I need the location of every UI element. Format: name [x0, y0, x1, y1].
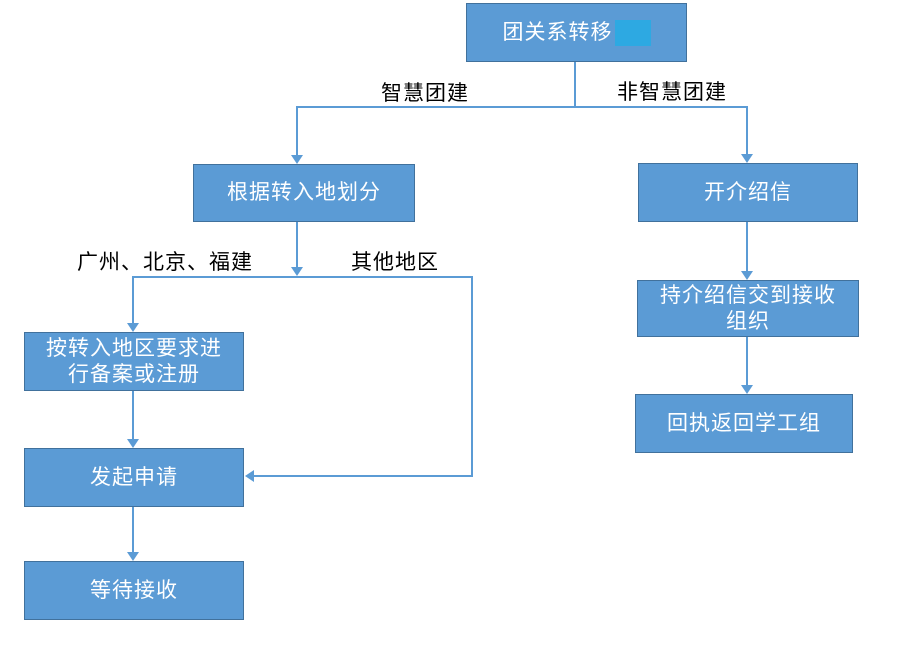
connector-apply-wait	[132, 507, 134, 552]
node-wait: 等待接收	[24, 561, 244, 620]
connector-smart-down	[296, 106, 298, 155]
arrowhead-into-letter	[741, 154, 753, 163]
connector-other-down	[471, 276, 473, 477]
connector-letter-deliver	[746, 222, 748, 271]
node-divide-label: 根据转入地划分	[227, 181, 381, 204]
node-apply: 发起申请	[24, 448, 244, 507]
node-receipt: 回执返回学工组	[635, 394, 853, 453]
arrowhead-into-receipt	[741, 385, 753, 394]
arrowhead-divide-split	[291, 267, 303, 276]
connector-record-apply	[132, 391, 134, 439]
edge-label-smart: 智慧团建	[381, 82, 469, 105]
node-wait-label: 等待接收	[90, 578, 178, 602]
node-letter: 开介绍信	[638, 163, 858, 222]
connector-nonsmart-down	[746, 106, 748, 154]
node-record: 按转入地区要求进 行备案或注册	[24, 332, 244, 391]
node-letter-label: 开介绍信	[704, 180, 792, 204]
node-root: 团关系转移	[466, 3, 687, 62]
connector-special-down	[132, 276, 134, 323]
node-deliver-label-line1: 持介绍信交到接收	[660, 283, 836, 307]
node-record-label-line1: 按转入地区要求进	[46, 336, 222, 360]
node-record-label-line2: 行备案或注册	[68, 362, 200, 386]
arrowhead-into-apply	[127, 439, 139, 448]
edge-label-regions-special: 广州、北京、福建	[77, 251, 253, 274]
node-deliver-label-line2: 组织	[726, 309, 770, 333]
connector-divide-down	[296, 222, 298, 267]
highlight-patch	[614, 19, 651, 46]
arrowhead-into-record	[127, 323, 139, 332]
arrowhead-into-divide	[291, 155, 303, 164]
connector-region-horizontal	[132, 276, 473, 278]
connector-deliver-receipt	[746, 337, 748, 385]
node-deliver: 持介绍信交到接收 组织	[637, 280, 859, 337]
connector-root-down	[574, 62, 576, 108]
node-root-label: 团关系转移	[502, 20, 613, 44]
node-divide: 根据转入地划分	[193, 164, 415, 222]
arrowhead-into-apply-side	[245, 470, 254, 482]
node-receipt-label: 回执返回学工组	[667, 411, 821, 435]
edge-label-non-smart: 非智慧团建	[617, 81, 727, 104]
edge-label-regions-other: 其他地区	[351, 251, 439, 274]
connector-other-left	[254, 475, 473, 477]
connector-branch-horizontal	[296, 106, 748, 108]
arrowhead-into-deliver	[741, 271, 753, 280]
arrowhead-into-wait	[127, 552, 139, 561]
node-apply-label: 发起申请	[90, 465, 178, 489]
